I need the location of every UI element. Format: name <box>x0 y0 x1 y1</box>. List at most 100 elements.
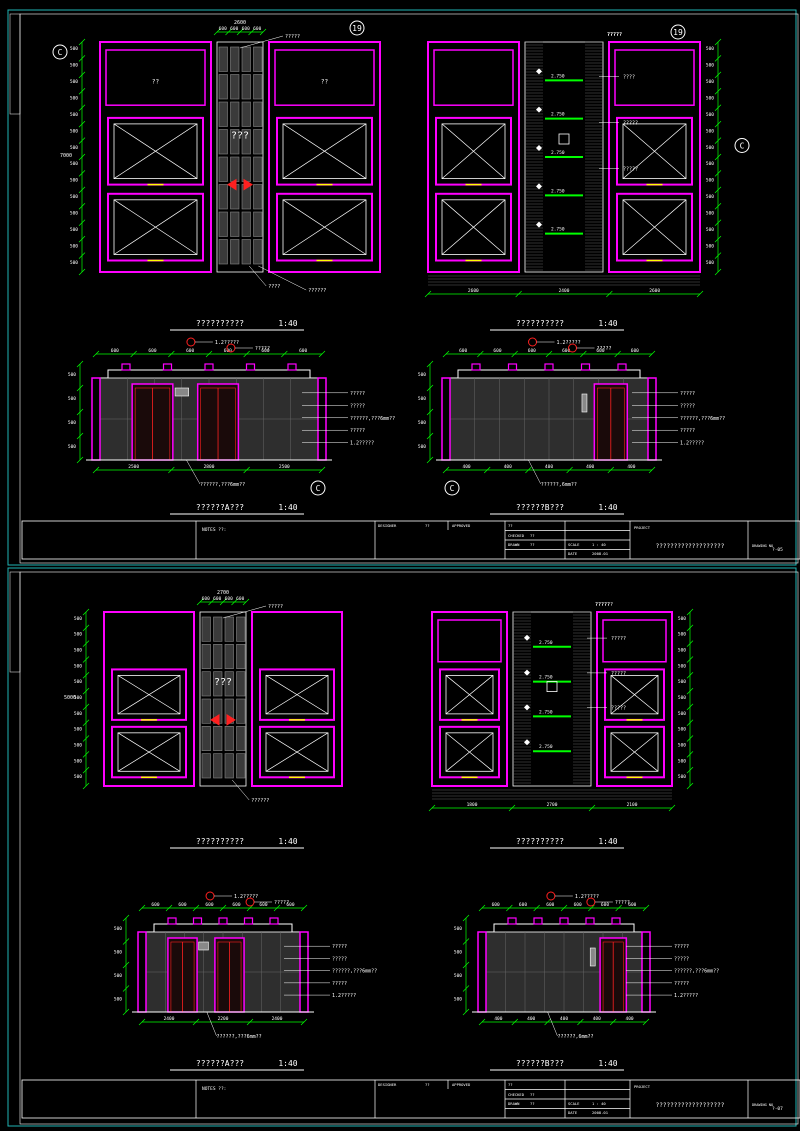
leader-line <box>232 779 250 801</box>
shaft-wall-right <box>268 41 381 273</box>
dimension-tick <box>78 38 86 46</box>
floor-tile <box>236 616 246 642</box>
dimension-tick <box>714 104 722 111</box>
note-label: 1.2????? <box>332 993 356 999</box>
dimension-label: 500 <box>678 632 686 638</box>
elevator-car-inner <box>117 732 181 772</box>
elevator-car-inner <box>113 123 198 180</box>
floor-tile <box>236 671 246 697</box>
dimension-label: 2600 <box>468 288 479 294</box>
dimension-tick <box>259 28 267 36</box>
plan-right: 2.7502.7502.7502.7502.750500500500500500… <box>424 24 750 298</box>
title-block-frame <box>21 520 800 560</box>
note-label: ????? <box>607 32 622 38</box>
grid-axis-label: 19 <box>673 28 683 37</box>
floor-tile <box>224 616 234 642</box>
dimension-tick <box>76 384 84 392</box>
note-label: ???? <box>268 284 280 290</box>
dimension-tick <box>615 904 622 912</box>
elevator-car-diagonal <box>113 199 198 255</box>
floor-tile <box>236 753 246 779</box>
view-scale: 1:40 <box>598 503 617 512</box>
ceiling-fixture <box>559 917 569 925</box>
side-wall <box>317 377 327 461</box>
drawing-title: ??????????1:40 <box>170 319 304 331</box>
dimension-label: 500 <box>454 949 462 955</box>
dimension-label: 500 <box>70 194 78 200</box>
dimension-label: 600 <box>259 902 267 908</box>
dimension-label: 500 <box>706 112 714 118</box>
dimension-label: 600 <box>213 596 221 602</box>
view-scale: 1:40 <box>278 837 297 846</box>
dimension-label: 600 <box>286 902 294 908</box>
elevator-car-inner <box>441 123 506 180</box>
checked-value: ?? <box>530 1092 535 1097</box>
leader-line <box>206 1011 217 1037</box>
dimension-label: 500 <box>74 663 82 669</box>
dimension-tick <box>426 432 434 440</box>
lobby-ceiling <box>524 41 604 273</box>
dimension-chain: 5005005005005005005005005005005005005005… <box>706 38 722 276</box>
dimension-label: 500 <box>74 695 82 701</box>
floor-tile <box>241 46 251 72</box>
dimension-label: 500 <box>70 63 78 69</box>
dimension-tick <box>426 384 434 392</box>
dimension-label: 600 <box>225 596 233 602</box>
note-label: ????? <box>611 706 626 712</box>
level-tag: 2.750 <box>551 112 565 118</box>
lobby-label: ??? <box>214 677 232 688</box>
dimension-label: 500 <box>706 194 714 200</box>
floor-tile <box>230 239 240 265</box>
dimension-tick <box>508 804 516 812</box>
dimension-label: 500 <box>74 632 82 638</box>
dimension-label: 500 <box>74 774 82 780</box>
note-label: ??????,???6mm?? <box>674 969 719 975</box>
view-scale: 1:40 <box>278 1059 297 1068</box>
drawing-title: ??????A???1:40 <box>170 503 304 515</box>
elevator-car-diagonal <box>117 732 181 772</box>
dimension-label: 2400 <box>164 1016 175 1022</box>
direction-arrow-icon <box>210 713 236 726</box>
elevator-car <box>439 668 500 721</box>
dimension-tick <box>76 432 84 440</box>
dimension-label: 500 <box>454 996 462 1002</box>
dimension-tick <box>82 608 90 616</box>
dimension-tick <box>686 687 694 695</box>
dimension-label: 600 <box>205 902 213 908</box>
note-label: ??????,6mm?? <box>557 1034 593 1040</box>
title-block: NOTES ??:DESIGNER??APPROVED??CHECKED??DR… <box>21 1079 800 1119</box>
title-block-frame <box>21 1079 800 1119</box>
ceiling-fixture <box>585 917 595 925</box>
overall-dimension: 2700 <box>217 590 229 596</box>
leader-line <box>258 265 307 291</box>
direction-arrow-icon <box>227 178 253 191</box>
dimension-tick <box>122 938 130 945</box>
dimension-tick <box>82 656 90 663</box>
dimension-tick <box>78 252 86 259</box>
downlight-icon <box>536 68 542 75</box>
dimension-label: 500 <box>114 973 122 979</box>
elevator-car <box>439 725 500 779</box>
floor-tile <box>213 644 223 669</box>
side-wall <box>137 931 147 1013</box>
dimension-label: 2400 <box>272 1016 283 1022</box>
dimension-tick <box>243 466 250 474</box>
dimension-tick <box>426 456 434 464</box>
date-value: 2008.01 <box>592 1110 609 1115</box>
overall-dimension: 5000 <box>64 695 76 701</box>
dimension-tick <box>130 350 137 358</box>
dimension-tick <box>462 985 470 992</box>
dimension-label: 500 <box>706 79 714 85</box>
binding-strip <box>9 571 21 673</box>
ceiling-fixture <box>121 363 131 371</box>
elevator-car <box>259 668 335 721</box>
checked-label: CHECKED <box>508 1092 525 1097</box>
dimension-tick <box>515 290 522 298</box>
dimension-tick <box>686 624 694 632</box>
dimension-label: 500 <box>706 178 714 184</box>
note-label: ????? <box>680 428 695 434</box>
